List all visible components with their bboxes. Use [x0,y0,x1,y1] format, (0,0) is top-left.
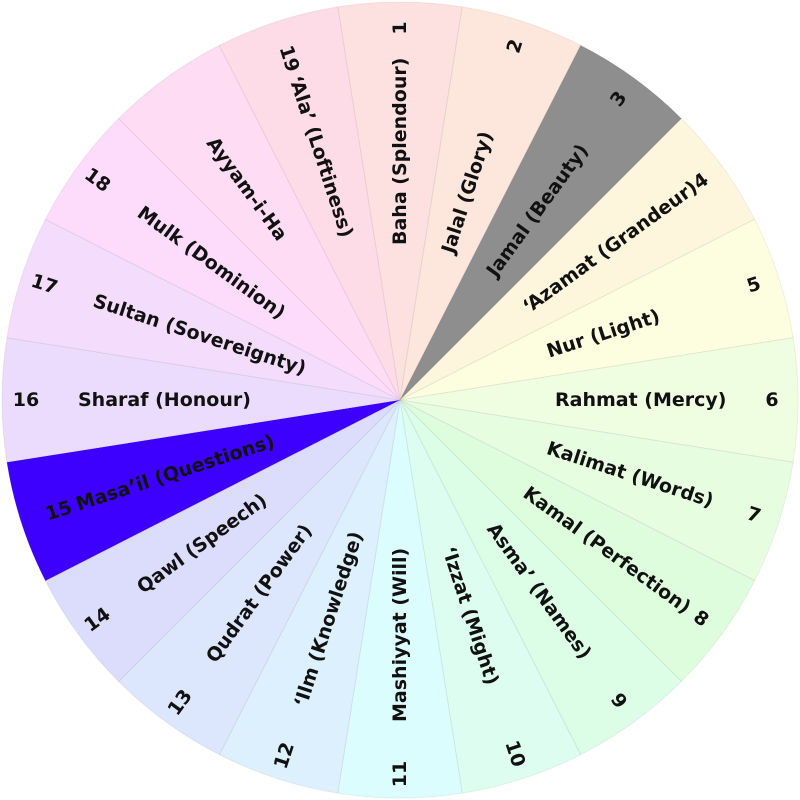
wheel-segment-19 [218,6,401,401]
month-name: Sharaf (Honour) [78,389,251,411]
month-name: Mashiyyat (Will) [389,548,411,722]
month-name: Rahmat (Mercy) [555,389,726,411]
wheel-segment-17 [6,218,401,401]
wheel-segment-16 [1,337,401,463]
wheel-segment-13 [117,399,401,756]
month-number: 5 [744,273,763,298]
wheel-segment-15 [6,399,401,582]
wheel-segment-2 [399,6,582,401]
wheel-segment-10 [399,399,582,794]
segment-label-group: Rahmat (Mercy) 6 [555,389,779,411]
wheel-segment-6 [399,337,799,463]
month-number: 2 [502,37,527,56]
month-name: Baha (Splendour) [389,58,411,245]
segment-label-group: Baha (Splendour) 1 [389,21,411,245]
month-number: 16 [13,389,39,411]
wheel-segment-3 [399,44,683,401]
month-number: 11 [389,761,411,787]
month-number: 7 [744,502,763,527]
wheel-segment-18 [44,117,401,401]
month-number: 1 [389,21,411,34]
wheel-segment-11 [337,399,463,799]
wheel-segment-8 [399,399,756,683]
wheel-segment-7 [399,399,794,582]
wheel-segment-ayyam-i-ha [117,44,401,401]
wheel-segment-4 [399,117,756,401]
wheel-segment-14 [44,399,401,683]
wheel-segment-9 [399,399,683,756]
wheel-segment-5 [399,218,794,401]
segment-label-group: Sharaf (Honour) 16 [13,389,251,411]
month-number: 6 [765,389,778,411]
segment-label-group: Mashiyyat (Will) 11 [389,548,411,787]
wheel-segment-12 [218,399,401,794]
wheel-segment-1 [337,1,463,401]
